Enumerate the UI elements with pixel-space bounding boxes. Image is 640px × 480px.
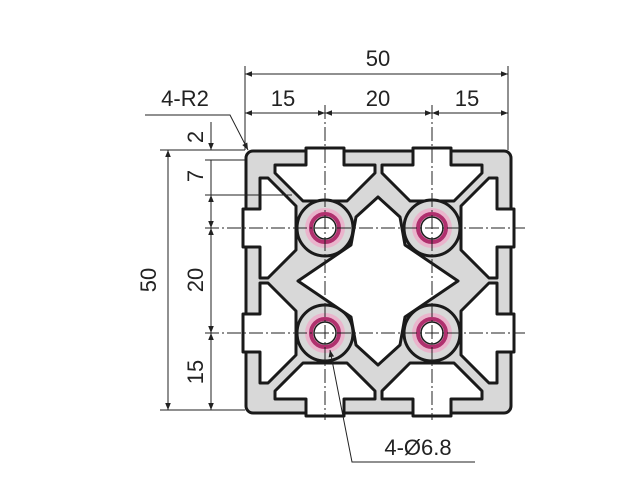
dim-width-right: 15 [455, 86, 479, 111]
dim-overall-height: 50 [136, 268, 161, 292]
hole-callout: 4-Ø6.8 [328, 349, 475, 463]
dim-height-bottom: 15 [183, 360, 208, 384]
central-cavity [296, 195, 460, 367]
dim-width-left: 15 [271, 86, 295, 111]
height-dimensions: 50 2 7 20 15 [136, 122, 214, 410]
width-dimensions: 50 15 20 15 [245, 46, 508, 116]
centerlines [205, 105, 525, 420]
dim-overall-width: 50 [366, 46, 390, 71]
dim-corner-radius: 4-R2 [161, 86, 209, 111]
dim-height-lip: 2 [183, 131, 208, 143]
dim-height-slot: 7 [183, 170, 208, 182]
extension-lines [160, 66, 509, 411]
dim-hole-diameter: 4-Ø6.8 [384, 435, 451, 460]
corner-radius-callout: 4-R2 [145, 86, 249, 151]
dim-height-mid: 20 [183, 268, 208, 292]
dim-width-mid: 20 [366, 86, 390, 111]
